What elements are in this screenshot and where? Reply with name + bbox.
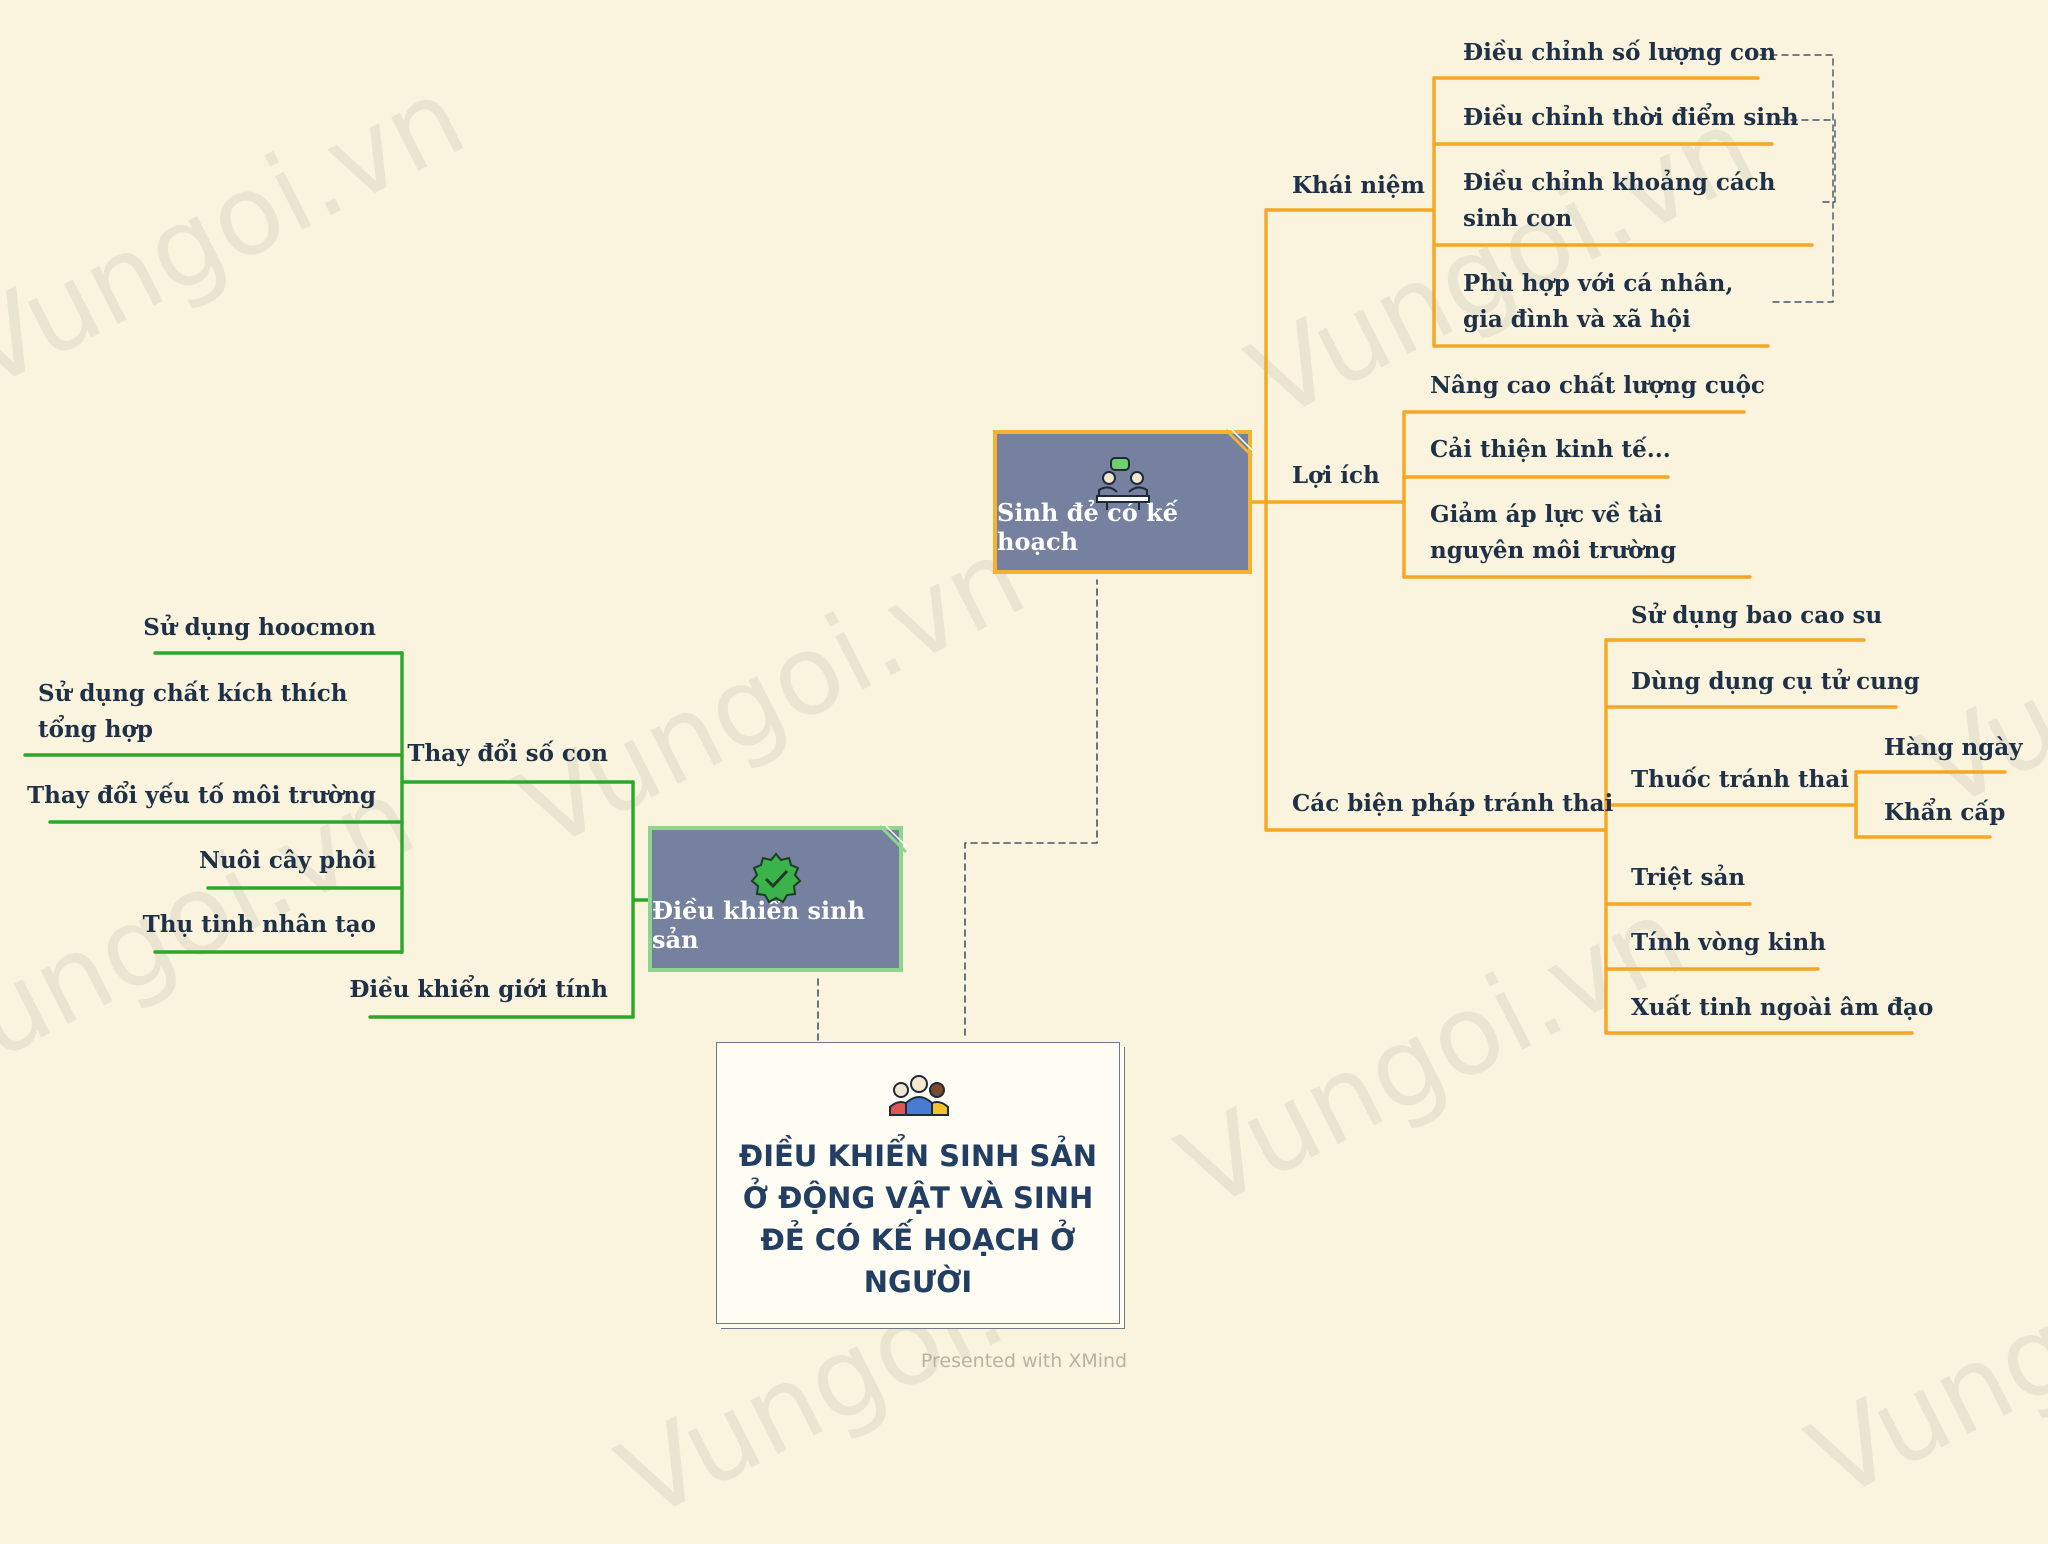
leaf-nuoi-cay-phoi[interactable]: Nuôi cây phôi	[199, 847, 376, 874]
topic-sinh-de-co-ke-hoach[interactable]: Sinh đẻ có kế hoạch	[993, 430, 1252, 574]
leaf-thu-tinh-nhan-tao[interactable]: Thụ tinh nhân tạo	[142, 911, 376, 938]
leaf-thuoc-tranh-thai[interactable]: Thuốc tránh thai	[1631, 766, 1849, 793]
leaf-su-dung-hoocmon[interactable]: Sử dụng hoocmon	[143, 614, 376, 641]
topic-title: Điều khiển sinh sản	[652, 896, 865, 954]
branch-khai-niem[interactable]: Khái niệm	[1292, 172, 1425, 199]
topic-fold-corner	[1224, 428, 1254, 458]
topic-fold-corner	[878, 824, 908, 854]
central-topic-title: ĐIỀU KHIỂN SINH SẢN Ở ĐỘNG VẬT VÀ SINH Đ…	[738, 1139, 1098, 1299]
branch-loi-ich[interactable]: Lợi ích	[1292, 462, 1380, 489]
branch-thay-doi-so-con[interactable]: Thay đổi số con	[407, 740, 608, 767]
family-icon	[887, 1073, 951, 1121]
footer-credit: Presented with XMind	[920, 1350, 1128, 1372]
leaf-dung-dung-cu-tu-cung[interactable]: Dùng dụng cụ tử cung	[1631, 668, 1920, 695]
leaf-cai-thien-kinh-te[interactable]: Cải thiện kinh tế...	[1430, 436, 1671, 463]
mindmap-connectors	[23, 54, 2007, 1041]
branch-dieu-khien-gioi-tinh[interactable]: Điều khiển giới tính	[349, 976, 608, 1003]
badge-check-icon	[750, 852, 802, 908]
branch-cac-bien-phap-tranh-thai[interactable]: Các biện pháp tránh thai	[1292, 790, 1614, 817]
leaf-triet-san[interactable]: Triệt sản	[1631, 864, 1746, 891]
leaf-su-dung-chat-kich-thich[interactable]: Sử dụng chất kích thích tổng hợp	[38, 680, 348, 743]
leaf-tinh-vong-kinh[interactable]: Tính vòng kinh	[1631, 929, 1826, 956]
relation-line	[1779, 119, 1836, 203]
branch-line	[1251, 208, 1268, 832]
relation-line	[1759, 54, 1834, 303]
branch-line	[631, 780, 650, 1019]
leaf-phu-hop-voi-ca-nhan[interactable]: Phù hợp với cá nhân, gia đình và xã hội	[1463, 270, 1734, 333]
central-topic[interactable]: ĐIỀU KHIỂN SINH SẢN Ở ĐỘNG VẬT VÀ SINH Đ…	[716, 1042, 1120, 1324]
leaf-thay-doi-yeu-to-moi-truong[interactable]: Thay đổi yếu tố môi trường	[26, 782, 376, 809]
leaf-dieu-chinh-so-luong-con[interactable]: Điều chỉnh số lượng con	[1463, 39, 1777, 66]
leaf-dieu-chinh-khoang-cach-sinh-con[interactable]: Điều chỉnh khoảng cách sinh con	[1463, 169, 1776, 232]
leaf-khan-cap[interactable]: Khẩn cấp	[1884, 799, 2006, 826]
topic-dieu-khien-sinh-san[interactable]: Điều khiển sinh sản	[648, 826, 903, 972]
leaf-giam-ap-luc-tai-nguyen[interactable]: Giảm áp lực về tài nguyên môi trường	[1430, 501, 1677, 564]
leaf-dieu-chinh-thoi-diem-sinh[interactable]: Điều chỉnh thời điểm sinh	[1463, 104, 1799, 131]
relation-line	[964, 579, 1098, 1036]
leaf-su-dung-bao-cao-su[interactable]: Sử dụng bao cao su	[1631, 602, 1883, 629]
leaf-xuat-tinh-ngoai-am-dao[interactable]: Xuất tinh ngoài âm đạo	[1631, 994, 1934, 1021]
leaf-nang-cao-chat-luong[interactable]: Nâng cao chất lượng cuộc	[1430, 372, 1765, 399]
meeting-icon	[1093, 456, 1153, 514]
leaf-hang-ngay[interactable]: Hàng ngày	[1884, 734, 2023, 761]
